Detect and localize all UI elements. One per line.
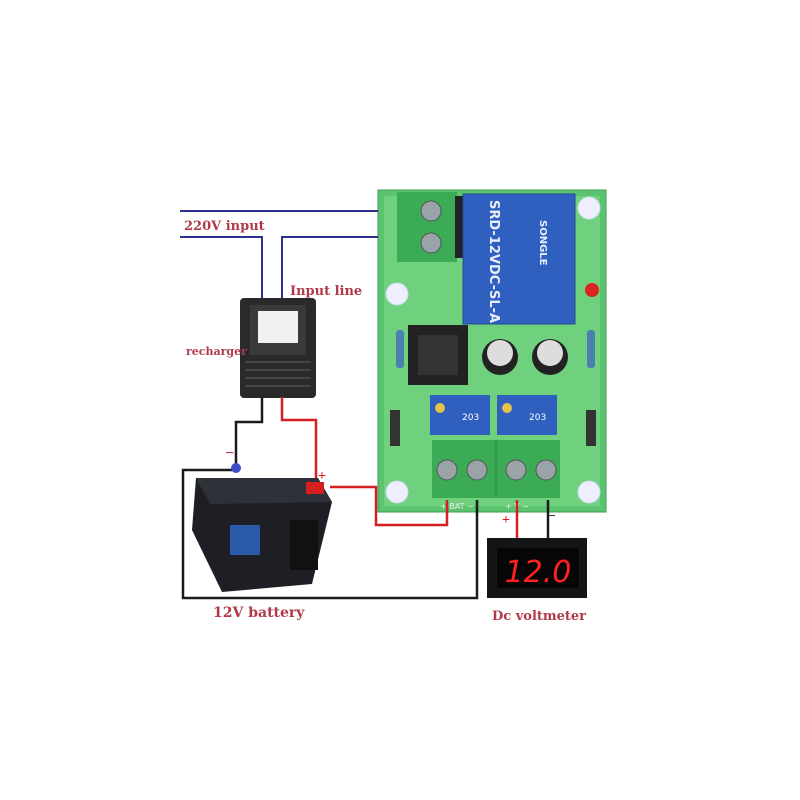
label-220v-input: 220V input	[184, 219, 265, 234]
battery-plus-sign: +	[318, 469, 326, 484]
recharger	[240, 298, 316, 398]
label-12v-battery: 12V battery	[213, 605, 305, 621]
mount-hole	[385, 282, 409, 306]
dc-voltmeter: 12.0	[487, 538, 587, 598]
battery-negative-wire	[181, 468, 479, 600]
potentiometer: 203	[497, 395, 557, 435]
charger-board: SRD-12VDC-SL-A SONGLE 203 203	[377, 189, 607, 513]
relay-brand: SONGLE	[537, 220, 548, 266]
mount-hole	[577, 480, 601, 504]
diode	[390, 410, 400, 446]
battery	[192, 463, 332, 592]
voltmeter-reading: 12.0	[505, 555, 572, 590]
relay: SRD-12VDC-SL-A SONGLE	[462, 193, 576, 325]
svg-text:203: 203	[529, 413, 546, 423]
voltmeter-minus-sign: −	[548, 509, 556, 524]
ac-input-wires	[180, 210, 378, 300]
mount-hole	[385, 480, 409, 504]
label-dc-voltmeter: Dc voltmeter	[492, 609, 586, 624]
voltmeter-plus-sign: +	[502, 513, 510, 528]
battery-positive-wire	[330, 485, 449, 527]
label-recharger: recharger	[186, 345, 247, 358]
label-input-line: Input line	[290, 284, 362, 299]
resistor	[587, 330, 595, 368]
battery-positive-terminal	[306, 482, 324, 494]
battery-minus-sign: −	[225, 445, 234, 462]
output-terminal-block	[432, 440, 560, 498]
relay-model: SRD-12VDC-SL-A	[486, 200, 501, 323]
mount-hole	[577, 196, 601, 220]
charger-negative-wire	[234, 397, 264, 468]
diode	[586, 410, 596, 446]
terminal-bat-label: + BAT −	[440, 502, 474, 511]
led	[585, 283, 599, 297]
potentiometer: 203	[430, 395, 490, 435]
resistor	[396, 330, 404, 368]
battery-negative-terminal	[231, 463, 241, 473]
svg-text:203: 203	[462, 413, 479, 423]
charger-positive-wire	[280, 397, 318, 487]
input-terminal-block	[397, 192, 465, 262]
